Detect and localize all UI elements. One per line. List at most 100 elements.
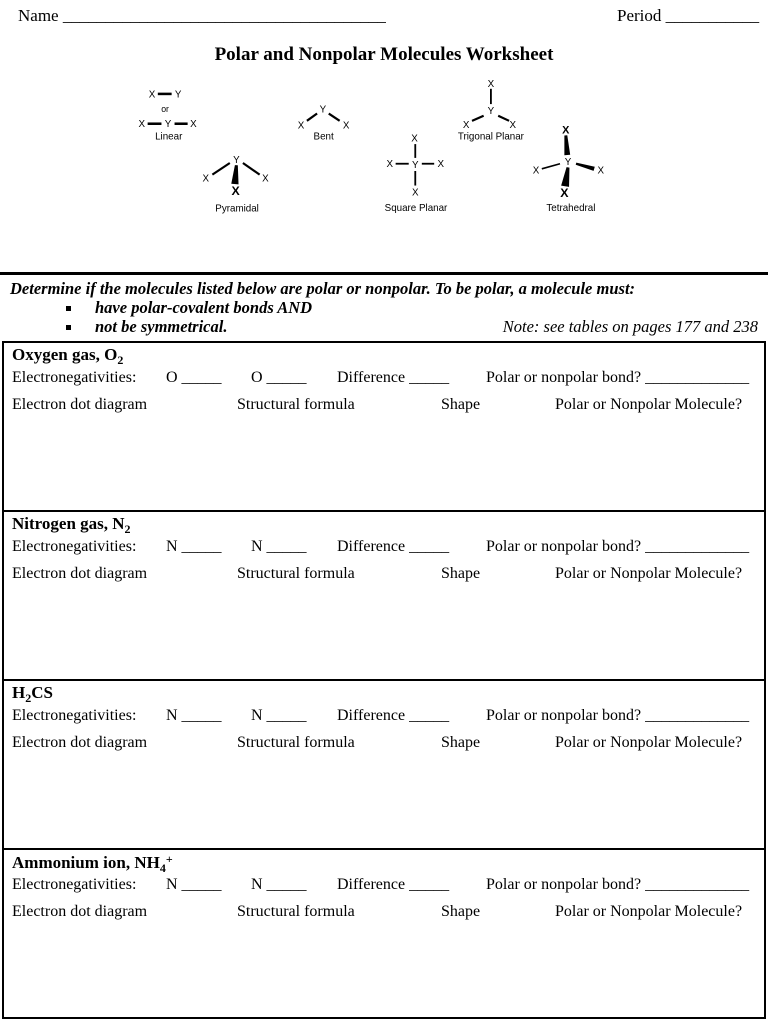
column-electron-dot-diagram: Electron dot diagram [12, 565, 148, 582]
column-electron-dot-diagram: Electron dot diagram [12, 396, 148, 413]
electronegativity-blank-1: N _____ [166, 707, 222, 724]
column-header-line: Electron dot diagram Structural formula … [4, 734, 764, 754]
horizontal-rule [0, 272, 768, 275]
column-molecule-polarity: Polar or Nonpolar Molecule? [555, 903, 743, 920]
bullet-1-text: have polar-covalent bonds AND [95, 298, 313, 317]
bond-polarity-question: Polar or nonpolar bond? _____________ [486, 538, 750, 555]
difference-blank: Difference _____ [337, 707, 450, 724]
atom-label: X [203, 174, 210, 185]
bond-line [211, 162, 231, 176]
column-structural-formula: Structural formula [237, 396, 355, 413]
electronegativities-label: Electronegativities: [12, 707, 137, 724]
atom-label: X [509, 120, 516, 131]
electronegativities-label: Electronegativities: [12, 369, 137, 386]
instruction-bullet-2: not be symmetrical. Note: see tables on p… [10, 317, 758, 336]
atom-label: X [437, 159, 444, 170]
column-shape: Shape [441, 396, 481, 413]
geometry-caption: Linear [155, 132, 183, 143]
atom-label: Y [412, 160, 419, 171]
atom-label: X [149, 89, 156, 100]
column-molecule-polarity: Polar or Nonpolar Molecule? [555, 396, 743, 413]
electronegativity-blank-2: O _____ [251, 369, 307, 386]
column-header-line: Electron dot diagram Structural formula … [4, 396, 764, 416]
name-blank-line: ______________________________________ [62, 6, 386, 25]
section-title-part: CS [31, 683, 53, 702]
atom-label: X [139, 119, 146, 130]
atom-label: X [463, 120, 470, 131]
column-structural-formula: Structural formula [237, 903, 355, 920]
section-title-part: Ammonium ion, NH [12, 853, 160, 872]
note-text: Note: see tables on pages 177 and 238 [502, 317, 758, 336]
electronegativity-blank-2: N _____ [251, 538, 307, 555]
atom-label: or [161, 104, 169, 114]
electronegativity-line: Electronegativities: N _____ N _____ Dif… [4, 876, 764, 896]
column-header-line: Electron dot diagram Structural formula … [4, 903, 764, 923]
page-title: Polar and Nonpolar Molecules Worksheet [214, 44, 554, 65]
instructions-intro: Determine if the molecules listed below … [10, 279, 636, 298]
atom-label: X [411, 134, 418, 145]
period-blank-line: ___________ [665, 6, 760, 25]
wedge-bond [564, 135, 571, 156]
name-label: Name [18, 6, 59, 25]
section-title: Nitrogen gas, N2 [12, 514, 131, 537]
electronegativity-line: Electronegativities: O _____ O _____ Dif… [4, 369, 764, 389]
atom-label: X [262, 174, 269, 185]
bullet-square-icon [66, 325, 71, 330]
section-title-part: H [12, 683, 26, 702]
column-shape: Shape [441, 734, 481, 751]
bond-line [497, 114, 510, 122]
electronegativities-label: Electronegativities: [12, 876, 137, 893]
geometry-caption: Bent [314, 132, 334, 143]
atom-label: Y [165, 119, 172, 130]
bond-line [328, 112, 341, 122]
electronegativity-blank-2: N _____ [251, 707, 307, 724]
atom-label: X [298, 121, 305, 132]
section-title: Oxygen gas, O2 [12, 345, 123, 368]
wedge-bond [575, 162, 595, 171]
instructions-block: Determine if the molecules listed below … [10, 279, 758, 336]
name-field-row: Name ___________________________________… [18, 6, 386, 26]
atom-label: Y [488, 106, 495, 117]
atom-label: X [597, 166, 604, 177]
section-title-part: Oxygen gas, O [12, 345, 118, 364]
atom-label: X [387, 159, 394, 170]
electronegativity-line: Electronegativities: N _____ N _____ Dif… [4, 538, 764, 558]
wedge-bond [231, 165, 239, 185]
column-shape: Shape [441, 903, 481, 920]
geometry-caption: Tetrahedral [546, 203, 595, 214]
molecule-section: H2CS Electronegativities: N _____ N ____… [4, 681, 764, 850]
molecule-section: Nitrogen gas, N2 Electronegativities: N … [4, 512, 764, 681]
column-electron-dot-diagram: Electron dot diagram [12, 903, 148, 920]
column-structural-formula: Structural formula [237, 565, 355, 582]
electronegativity-line: Electronegativities: N _____ N _____ Dif… [4, 707, 764, 727]
column-shape: Shape [441, 565, 481, 582]
bullet-2-text: not be symmetrical. [95, 317, 228, 336]
molecule-sections-table: Oxygen gas, O2 Electronegativities: O __… [2, 341, 766, 1019]
bond-polarity-question: Polar or nonpolar bond? _____________ [486, 707, 750, 724]
geometry-caption: Pyramidal [215, 204, 259, 215]
atom-label: X [343, 121, 350, 132]
period-label: Period [617, 6, 662, 25]
atom-label: Y [233, 155, 240, 166]
atom-label: Y [175, 89, 182, 100]
molecule-section: Oxygen gas, O2 Electronegativities: O __… [4, 343, 764, 512]
column-structural-formula: Structural formula [237, 734, 355, 751]
section-title-part: 2 [25, 691, 32, 705]
molecule-section: Ammonium ion, NH4+ Electronegativities: … [4, 850, 764, 1017]
bond-line [471, 114, 485, 122]
atom-label: X [562, 124, 570, 136]
wedge-bond [561, 167, 570, 187]
period-field-row: Period ___________ [617, 6, 759, 26]
bond-line [242, 162, 261, 176]
section-title-part: 2 [117, 353, 124, 367]
electronegativity-blank-1: N _____ [166, 876, 222, 893]
column-molecule-polarity: Polar or Nonpolar Molecule? [555, 734, 743, 751]
section-title-part: + [165, 852, 173, 866]
atom-label: X [412, 188, 419, 199]
